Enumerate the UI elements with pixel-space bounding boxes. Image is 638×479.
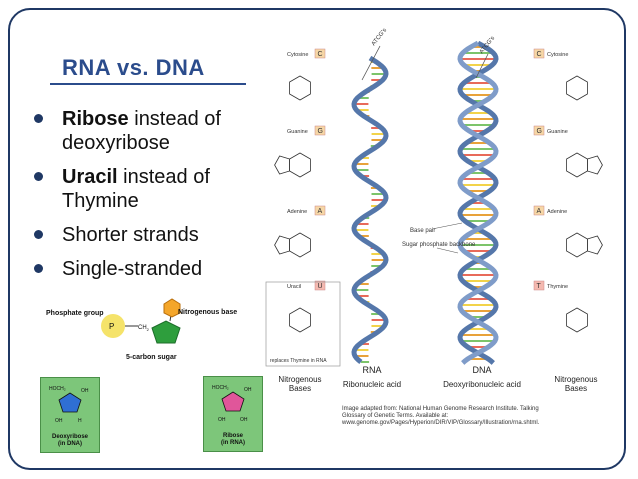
base-ring-icon [289,75,311,101]
uracil-highlight-box [265,281,341,367]
svg-text:H: H [78,418,82,424]
svg-text:HOCH₂: HOCH₂ [49,386,66,392]
base-badge [314,125,326,136]
bullet-text: instead of Thymine [62,166,210,212]
base-letter: C [537,51,542,58]
deoxyribose-structure-icon: HOCH₂ OH OH H [49,386,89,424]
base-badge [314,48,326,59]
left-bases-caption: Nitrogenous Bases [278,375,322,393]
base-letter: G [318,128,323,135]
svg-text:OH: OH [81,388,89,394]
bullet-item: Single-stranded [18,257,258,281]
base-name: Uracil [287,284,301,290]
base-pair-label: Base pair [410,228,435,234]
backbone-strand [351,55,389,364]
slide-title: RNA vs. DNA [62,55,205,80]
base-ring-icon [566,307,588,333]
bullet-item: Ribose instead of deoxyribose [18,107,258,155]
base-name: Adenine [287,209,307,215]
base-letter: T [537,283,542,290]
phosphate-letter: P [109,322,114,331]
base-ring-icon [566,232,588,258]
deoxyribose-card: HOCH₂ OH OH H Deoxyribose(in DNA) [40,377,100,453]
rna-caption: RNA [362,365,382,375]
title-underline [50,83,246,85]
base-badge [533,205,545,216]
base-letter: A [537,208,542,215]
base-letter: C [318,51,323,58]
bullet-bold: Ribose [62,108,129,130]
bullet-text: instead of deoxyribose [62,108,221,154]
base-ring-icon [274,235,291,255]
right-bases-caption: Nitrogenous Bases [554,375,598,393]
phosphate-icon [101,314,125,338]
phosphate-label: Phosphate group [46,310,104,317]
base-ring-icon [289,232,311,258]
bullet-bold: Uracil [62,166,118,188]
base-ring-icon [566,75,588,101]
base-ring-icon [289,307,311,333]
base-badge [533,280,545,291]
deoxyribose-label: Deoxyribose(in DNA) [51,434,88,447]
svg-text:HOCH₂: HOCH₂ [212,385,229,391]
base-name: Cytosine [547,52,568,58]
base-name: Adenine [547,209,567,215]
dna-caption: DNA [472,365,492,375]
svg-text:OH: OH [240,417,248,423]
dna-helix [457,40,499,365]
sugar-label: 5-carbon sugar [126,354,177,361]
base-name: Cytosine [287,52,308,58]
bullet-dot-icon [34,114,43,123]
base-ring-icon [289,152,311,178]
ch2-label: CH2 [138,325,150,332]
rna-subcaption: Ribonucleic acid [342,380,402,389]
base-badge [314,205,326,216]
ribose-card: HOCH₂ OH OH OH Ribose(in RNA) [203,376,263,452]
base-letter: A [318,208,323,215]
nitrogenous-base-label: Nitrogenous base [178,309,237,316]
base-ring-icon [274,155,291,175]
base-letter: U [318,283,323,290]
bullet-dot-icon [34,264,43,273]
replaces-label: replaces Thymine in RNA [270,358,327,364]
bullet-text: Shorter strands [62,224,199,246]
svg-text:OH: OH [244,387,252,393]
base-badge [533,125,545,136]
bullet-list: Ribose instead of deoxyribose Uracil ins… [18,107,258,291]
dna-subcaption: Deoxyribonucleic acid [443,380,521,389]
bullet-dot-icon [34,230,43,239]
ribose-label: Ribose(in RNA) [221,433,245,446]
base-letter: G [537,128,542,135]
base-badge [314,280,326,291]
base-ring-icon [566,152,588,178]
nucleotide-diagram: Phosphate group P CH2 Nitrogenous base 5… [46,298,237,361]
base-badge [533,48,545,59]
backbone-strand [457,40,499,365]
svg-text:OH: OH [218,417,226,423]
base-name: Guanine [287,129,308,135]
bullet-text: Single-stranded [62,258,203,280]
svg-text:OH: OH [55,418,63,424]
base-ring-icon [586,155,603,175]
sugar-pentagon-icon [151,320,181,344]
base-name: Thymine [547,284,568,290]
bullet-item: Shorter strands [18,223,258,247]
image-credit: Image adapted from: National Human Genom… [342,406,540,426]
rna-helix [351,55,389,364]
base-name: Guanine [547,129,568,135]
bullet-dot-icon [34,172,43,181]
slide-frame [8,8,626,470]
ribose-structure-icon: HOCH₂ OH OH OH [212,385,252,423]
backbone-strand [457,40,499,365]
base-ring-icon [586,235,603,255]
sugar-backbone-label: Sugar phosphate backbone [402,242,476,248]
bullet-item: Uracil instead of Thymine [18,165,258,213]
atcg-label-left: ATCG's [371,27,388,47]
base-hexagon-icon [163,298,181,318]
